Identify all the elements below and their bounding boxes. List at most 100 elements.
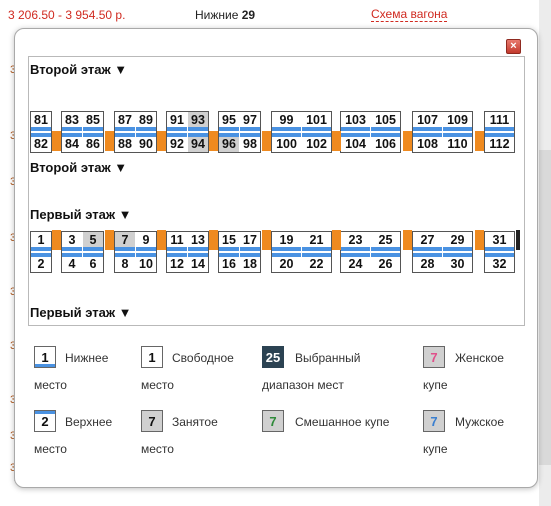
seat-5[interactable]: 5 bbox=[83, 232, 103, 251]
aisle-gap bbox=[52, 230, 61, 250]
seat-112[interactable]: 112 bbox=[485, 133, 514, 152]
seat-24[interactable]: 24 bbox=[341, 253, 370, 272]
seat-10[interactable]: 10 bbox=[136, 253, 156, 272]
compartment bbox=[30, 111, 52, 153]
seat-31[interactable]: 31 bbox=[485, 232, 514, 251]
seat-7[interactable]: 7 bbox=[115, 232, 135, 251]
seat-109[interactable]: 109 bbox=[443, 112, 472, 131]
background-row-mark: 3 bbox=[10, 430, 16, 442]
seat-92[interactable]: 92 bbox=[167, 133, 187, 152]
seat-25[interactable]: 25 bbox=[371, 232, 400, 251]
seat-98[interactable]: 98 bbox=[240, 133, 260, 152]
seat-32[interactable]: 32 bbox=[485, 253, 514, 272]
background-row-mark: 3 bbox=[10, 130, 16, 142]
seat-100[interactable]: 100 bbox=[272, 133, 301, 152]
seat-15[interactable]: 15 bbox=[219, 232, 239, 251]
seat-95[interactable]: 95 bbox=[219, 112, 239, 131]
seat-110[interactable]: 110 bbox=[443, 133, 472, 152]
seat-93[interactable]: 93 bbox=[188, 112, 208, 131]
compartment bbox=[412, 111, 473, 153]
seat-29[interactable]: 29 bbox=[443, 232, 472, 251]
legend-mixed-icon: 7 bbox=[262, 410, 284, 432]
seat-84[interactable]: 84 bbox=[62, 133, 82, 152]
seat-83[interactable]: 83 bbox=[62, 112, 82, 131]
price-range: 3 206.50 - 3 954.50 р. bbox=[8, 8, 126, 22]
seat-106[interactable]: 106 bbox=[371, 133, 400, 152]
legend-mixed-label: Смешанное купе bbox=[295, 415, 390, 429]
seat-4[interactable]: 4 bbox=[62, 253, 82, 272]
first-floor-header[interactable]: Первый этаж ▼ bbox=[30, 207, 132, 222]
seat-108[interactable]: 108 bbox=[413, 133, 442, 152]
legend-male-label: Мужское bbox=[455, 415, 505, 429]
seat-26[interactable]: 26 bbox=[371, 253, 400, 272]
seat-9[interactable]: 9 bbox=[136, 232, 156, 251]
seat-104[interactable]: 104 bbox=[341, 133, 370, 152]
seat-107[interactable]: 107 bbox=[413, 112, 442, 131]
seat-96[interactable]: 96 bbox=[219, 133, 239, 152]
aisle-gap bbox=[403, 131, 412, 151]
seat-23[interactable]: 23 bbox=[341, 232, 370, 251]
legend-female-icon: 7 bbox=[423, 346, 445, 368]
seat-12[interactable]: 12 bbox=[167, 253, 187, 272]
seat-88[interactable]: 88 bbox=[115, 133, 135, 152]
seat-81[interactable]: 81 bbox=[31, 112, 51, 131]
compartment bbox=[166, 111, 209, 153]
seat-94[interactable]: 94 bbox=[188, 133, 208, 152]
seat-20[interactable]: 20 bbox=[272, 253, 301, 272]
page-scrollbar-thumb[interactable] bbox=[539, 150, 551, 465]
seat-2[interactable]: 2 bbox=[31, 253, 51, 272]
seat-1[interactable]: 1 bbox=[31, 232, 51, 251]
seat-3[interactable]: 3 bbox=[62, 232, 82, 251]
seat-16[interactable]: 16 bbox=[219, 253, 239, 272]
compartment bbox=[30, 231, 52, 273]
background-row-mark: 3 bbox=[10, 176, 16, 188]
compartment bbox=[61, 111, 104, 153]
seat-30[interactable]: 30 bbox=[443, 253, 472, 272]
seat-22[interactable]: 22 bbox=[302, 253, 331, 272]
seat-105[interactable]: 105 bbox=[371, 112, 400, 131]
seat-21[interactable]: 21 bbox=[302, 232, 331, 251]
seat-87[interactable]: 87 bbox=[115, 112, 135, 131]
seat-82[interactable]: 82 bbox=[31, 133, 51, 152]
seat-17[interactable]: 17 bbox=[240, 232, 260, 251]
seat-101[interactable]: 101 bbox=[302, 112, 331, 131]
seat-13[interactable]: 13 bbox=[188, 232, 208, 251]
seat-86[interactable]: 86 bbox=[83, 133, 103, 152]
compartment bbox=[271, 111, 332, 153]
compartment bbox=[114, 111, 157, 153]
seat-19[interactable]: 19 bbox=[272, 232, 301, 251]
legend-female-label-2: купе bbox=[423, 378, 448, 392]
lower-seats-count: Нижние 29 bbox=[195, 8, 255, 22]
seat-8[interactable]: 8 bbox=[115, 253, 135, 272]
background-row-mark: 3 bbox=[10, 394, 16, 406]
seat-99[interactable]: 99 bbox=[272, 112, 301, 131]
legend-upper-icon: 2 bbox=[34, 410, 56, 432]
seat-28[interactable]: 28 bbox=[413, 253, 442, 272]
seat-91[interactable]: 91 bbox=[167, 112, 187, 131]
seat-111[interactable]: 111 bbox=[485, 112, 514, 131]
legend-male-label-2: купе bbox=[423, 442, 448, 456]
seat-97[interactable]: 97 bbox=[240, 112, 260, 131]
seat-89[interactable]: 89 bbox=[136, 112, 156, 131]
car-scheme-link[interactable]: Схема вагона bbox=[371, 7, 448, 22]
legend-selected-label-2: диапазон мест bbox=[262, 378, 344, 392]
seat-102[interactable]: 102 bbox=[302, 133, 331, 152]
seat-6[interactable]: 6 bbox=[83, 253, 103, 272]
seat-90[interactable]: 90 bbox=[136, 133, 156, 152]
close-button[interactable]: × bbox=[506, 39, 521, 54]
background-row-mark: 3 bbox=[10, 340, 16, 352]
second-floor-header[interactable]: Второй этаж ▼ bbox=[30, 62, 128, 77]
seat-85[interactable]: 85 bbox=[83, 112, 103, 131]
compartment bbox=[271, 231, 332, 273]
seat-11[interactable]: 11 bbox=[167, 232, 187, 251]
seat-27[interactable]: 27 bbox=[413, 232, 442, 251]
seat-103[interactable]: 103 bbox=[341, 112, 370, 131]
seat-14[interactable]: 14 bbox=[188, 253, 208, 272]
second-floor-footer[interactable]: Второй этаж ▼ bbox=[30, 160, 128, 175]
aisle-gap bbox=[262, 131, 271, 151]
seat-18[interactable]: 18 bbox=[240, 253, 260, 272]
first-floor-footer[interactable]: Первый этаж ▼ bbox=[30, 305, 132, 320]
legend-lower-label: Нижнее bbox=[65, 351, 109, 365]
background-row-mark: 3 bbox=[10, 232, 16, 244]
